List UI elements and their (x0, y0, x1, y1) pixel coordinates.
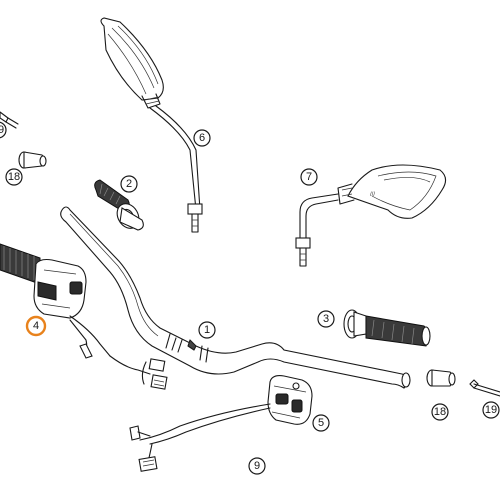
callout-3: 3 (317, 310, 335, 328)
callout-18-right: 18 (431, 403, 449, 421)
callout-7-label: 7 (306, 171, 312, 183)
callout-5-label: 5 (318, 417, 324, 429)
callout-9: 9 (248, 457, 266, 475)
callout-7: 7 (300, 168, 318, 186)
callout-19-partial-label: 19 (0, 124, 4, 136)
callout-18-left: 18 (5, 168, 23, 186)
callout-5: 5 (312, 414, 330, 432)
callout-4-highlighted[interactable]: 4 (25, 315, 47, 337)
callout-18-left-label: 18 (8, 171, 20, 183)
callout-4-label: 4 (33, 320, 39, 332)
grip-2-left[interactable] (94, 179, 144, 232)
callout-19-right-label: 19 (485, 404, 497, 416)
callout-6-label: 6 (199, 132, 205, 144)
callout-1-label: 1 (204, 324, 210, 336)
bar-end-weight-18-left[interactable] (18, 151, 47, 169)
mirror-7-right[interactable]: /// (295, 164, 447, 267)
handlebar-1[interactable] (60, 206, 411, 389)
callout-6: 6 (193, 129, 211, 147)
bolt-19-right[interactable] (469, 379, 500, 397)
callout-19-partial: 19 (0, 121, 7, 139)
callout-19-right: 19 (482, 401, 500, 419)
bar-end-weight-18-right[interactable] (426, 369, 456, 387)
callout-3-label: 3 (323, 313, 329, 325)
bolt-19-top[interactable] (0, 111, 19, 129)
callout-2-label: 2 (126, 178, 132, 190)
cable-harness-9[interactable] (129, 403, 271, 472)
callout-9-label: 9 (254, 460, 260, 472)
right-switch-5[interactable] (267, 375, 313, 425)
svg-text:///: /// (370, 192, 375, 198)
callout-18-right-label: 18 (434, 406, 446, 418)
grip-3-right[interactable] (343, 309, 431, 347)
callout-2: 2 (120, 175, 138, 193)
callout-1: 1 (198, 321, 216, 339)
mirror-6-left[interactable] (100, 17, 203, 233)
left-switch-assembly-4[interactable] (0, 243, 168, 390)
